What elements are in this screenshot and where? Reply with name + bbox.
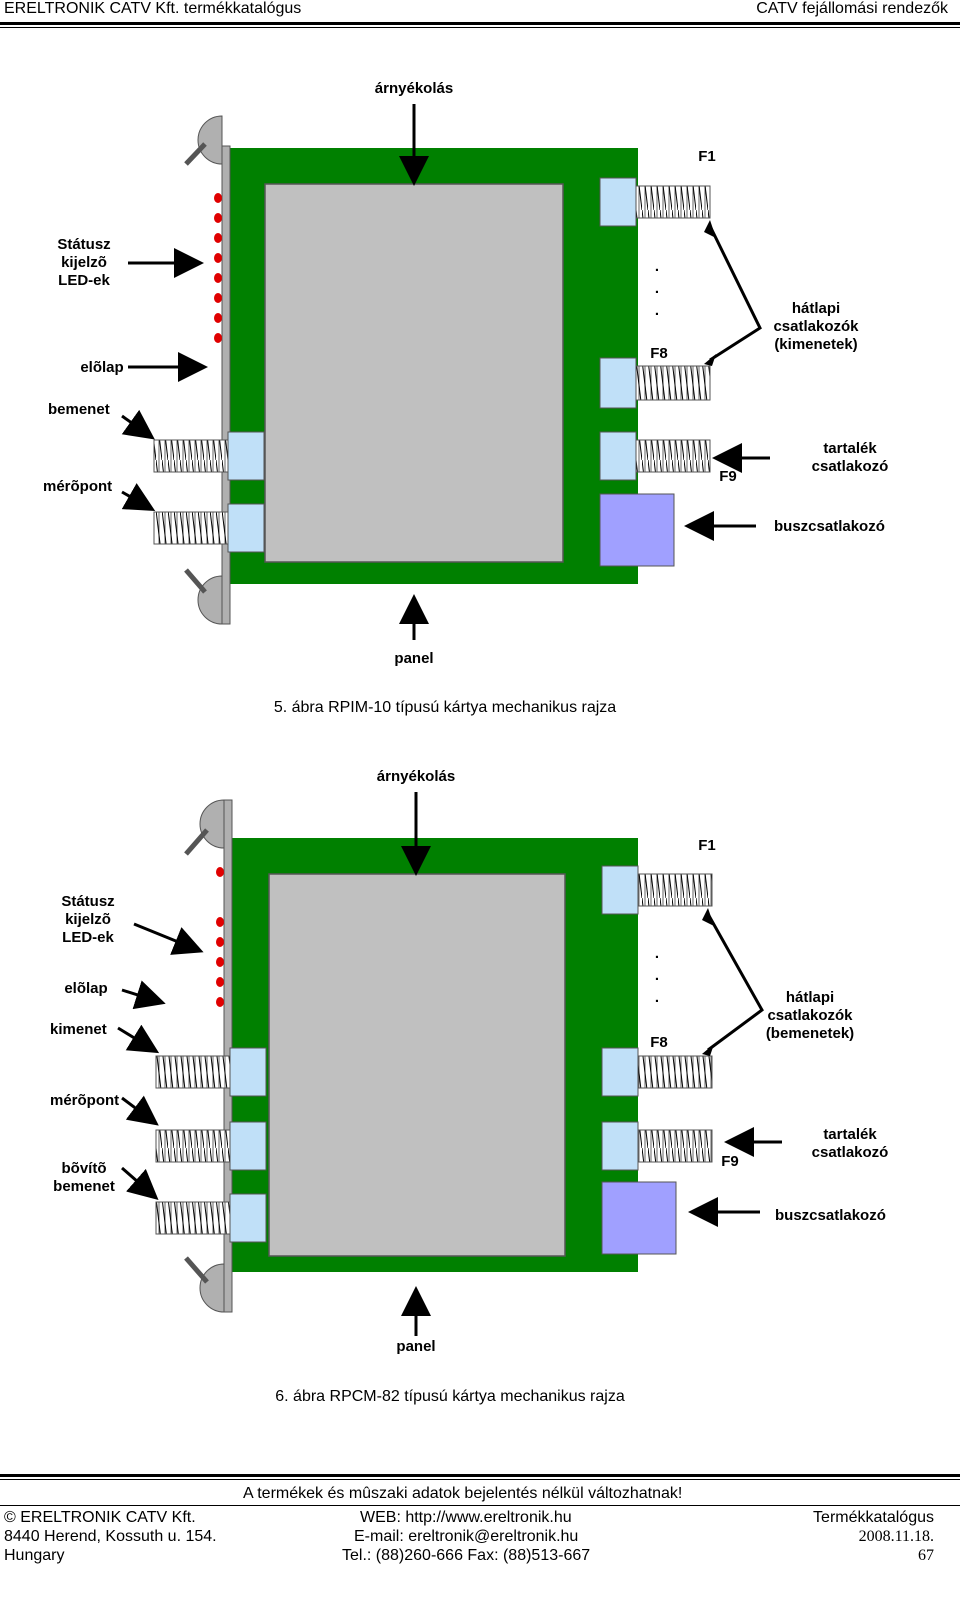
label-spare: tartalék csatlakozó bbox=[811, 1126, 889, 1161]
footer-rule bbox=[0, 1474, 960, 1477]
label-dot-2: . bbox=[654, 280, 660, 297]
footer-rule-thin bbox=[0, 1479, 960, 1480]
footer-rule-2 bbox=[0, 1505, 960, 1506]
status-leds bbox=[216, 867, 224, 1007]
figure5-caption: 5. ábra RPIM-10 típusú kártya mechanikus… bbox=[273, 699, 617, 716]
footer-country: Hungary bbox=[4, 1547, 65, 1564]
chip bbox=[268, 873, 566, 1257]
label-input: bemenet bbox=[48, 401, 110, 418]
front-panel bbox=[221, 145, 231, 625]
handle-bottom bbox=[197, 575, 223, 625]
connector-f9 bbox=[599, 431, 637, 481]
footer-page: 67 bbox=[918, 1547, 934, 1564]
footer-phone: Tel.: (88)260-666 Fax: (88)513-667 bbox=[342, 1547, 591, 1564]
label-bus: buszcsatlakozó bbox=[774, 518, 885, 535]
label-back-connectors: hátlapi csatlakozók (kimenetek) bbox=[773, 300, 859, 353]
label-testpoint: mérõpont bbox=[43, 478, 113, 495]
figure6-drawing bbox=[117, 792, 782, 1336]
label-panel: panel bbox=[394, 650, 434, 667]
connector-output bbox=[229, 1047, 267, 1097]
label-output: kimenet bbox=[50, 1021, 107, 1038]
label-testpoint: mérõpont bbox=[50, 1092, 120, 1109]
label-back-connectors: hátlapi csatlakozók (bemenetek) bbox=[765, 989, 855, 1042]
connector-f8 bbox=[601, 1047, 639, 1097]
label-f1: F1 bbox=[698, 148, 716, 165]
bus-connector bbox=[599, 493, 675, 567]
label-f9: F9 bbox=[721, 1153, 739, 1170]
footer-notice: A termékek és mûszaki adatok bejelentés … bbox=[243, 1485, 683, 1502]
handle-top bbox=[197, 115, 223, 165]
footer-date: 2008.11.18. bbox=[858, 1528, 934, 1545]
footer-web[interactable]: WEB: http://www.ereltronik.hu bbox=[360, 1509, 572, 1526]
connector-f1 bbox=[599, 177, 637, 227]
label-front: elõlap bbox=[80, 359, 124, 376]
label-f8: F8 bbox=[650, 1034, 668, 1051]
label-dot-3: . bbox=[654, 989, 660, 1006]
label-status-leds: Státusz kijelzõ LED-ek bbox=[57, 236, 111, 289]
footer-catalog: Termékkatalógus bbox=[813, 1509, 934, 1526]
connector-testpoint bbox=[227, 503, 265, 553]
label-front: elõlap bbox=[64, 980, 108, 997]
connector-expansion bbox=[229, 1193, 267, 1243]
handle-top bbox=[199, 799, 225, 849]
label-dot-3: . bbox=[654, 302, 660, 319]
status-leds bbox=[214, 193, 222, 343]
figure5-drawing bbox=[121, 104, 770, 640]
label-f8: F8 bbox=[650, 345, 668, 362]
label-dot-2: . bbox=[654, 967, 660, 984]
label-status-leds: Státusz kijelzõ LED-ek bbox=[61, 893, 115, 946]
label-f1: F1 bbox=[698, 837, 716, 854]
label-dot-1: . bbox=[654, 258, 660, 275]
footer-company: © ERELTRONIK CATV Kft. bbox=[4, 1509, 196, 1526]
label-dot-1: . bbox=[654, 945, 660, 962]
footer-email[interactable]: E-mail: ereltronik@ereltronik.hu bbox=[354, 1528, 579, 1545]
footer-address: 8440 Herend, Kossuth u. 154. bbox=[4, 1528, 217, 1545]
connector-testpoint bbox=[229, 1121, 267, 1171]
header-left: ERELTRONIK CATV Kft. termékkatalógus bbox=[4, 0, 302, 17]
label-panel: panel bbox=[396, 1338, 436, 1355]
chip bbox=[264, 183, 564, 563]
handle-bottom bbox=[199, 1263, 225, 1313]
header-rule bbox=[0, 22, 960, 25]
label-f9: F9 bbox=[719, 468, 737, 485]
connector-f1 bbox=[601, 865, 639, 915]
label-expansion-input: bõvítõ bemenet bbox=[53, 1160, 115, 1195]
label-spare: tartalék csatlakozó bbox=[811, 440, 889, 475]
figure6-caption: 6. ábra RPCM-82 típusú kártya mechanikus… bbox=[275, 1388, 625, 1405]
label-shielding: árnyékolás bbox=[374, 80, 454, 97]
header-rule-thin bbox=[0, 27, 960, 28]
connector-f8 bbox=[599, 357, 637, 409]
connector-f9 bbox=[601, 1121, 639, 1171]
label-bus: buszcsatlakozó bbox=[775, 1207, 886, 1224]
connector-input bbox=[227, 431, 265, 481]
header-right: CATV fejállomási rendezők bbox=[756, 0, 948, 17]
bus-connector bbox=[601, 1181, 677, 1255]
label-shielding: árnyékolás bbox=[376, 768, 456, 785]
